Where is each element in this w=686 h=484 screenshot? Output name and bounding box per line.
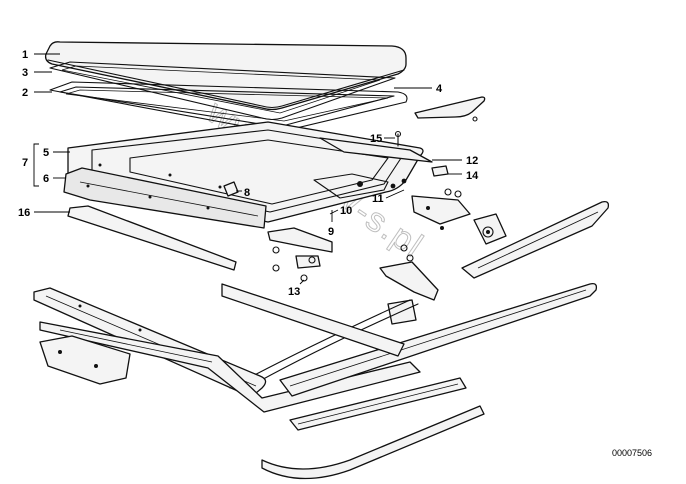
callout-4: 4 [394,83,443,95]
part-14-block [431,165,449,177]
side-rail-front [39,321,421,413]
side-bracket [411,188,471,230]
callout-label-7: 7 [22,157,28,169]
callout-label-3: 3 [22,67,28,79]
callout-7: 7 [22,143,39,187]
callout-label-5: 5 [43,147,49,159]
callout-12: 12 [432,155,478,167]
part-1-roof-panel [44,41,407,111]
callout-label-9: 9 [328,226,334,238]
part-8-clip [223,181,239,197]
rail-bottom-curved [261,405,485,480]
callout-9: 9 [328,210,334,238]
callout-16: 16 [18,207,70,219]
callout-2: 2 [22,87,52,99]
callout-8: 8 [236,187,250,199]
callout-1: 1 [22,49,60,61]
callout-label-15: 15 [370,133,382,145]
callout-6: 6 [43,173,66,185]
part-10-clamp [267,227,333,272]
callout-label-16: 16 [18,207,30,219]
callout-label-1: 1 [22,49,28,61]
callout-5: 5 [43,147,70,159]
callout-11: 11 [372,189,405,205]
rear-plate [221,283,405,357]
part-15-screw [394,130,402,147]
guide-rail-lower [289,377,467,431]
callout-label-10: 10 [340,205,352,217]
cable-guide-rail [461,200,610,279]
part-4-wind-deflector [414,96,486,122]
callout-label-11: 11 [372,193,384,205]
part-16-strip [67,205,237,271]
document-number: 00007506 [612,448,652,458]
callout-10: 10 [329,205,352,217]
callout-label-2: 2 [22,87,28,99]
callout-label-14: 14 [466,170,479,182]
guide-rail-right [279,282,598,397]
part-6-drain-tray [63,167,267,229]
callout-15: 15 [370,133,395,145]
motor-bracket [473,213,507,245]
callout-label-6: 6 [43,173,49,185]
lifting-mechanism [379,244,439,325]
callout-label-8: 8 [244,187,250,199]
part-12-rear-guide [319,137,433,163]
callout-label-13: 13 [288,286,300,298]
slide-plate-left [39,335,131,385]
callout-3: 3 [22,67,52,79]
callout-13: 13 [288,279,305,298]
part-13-clamp [295,255,321,282]
callout-label-4: 4 [436,83,443,95]
callout-label-12: 12 [466,155,478,167]
callout-14: 14 [448,170,479,182]
